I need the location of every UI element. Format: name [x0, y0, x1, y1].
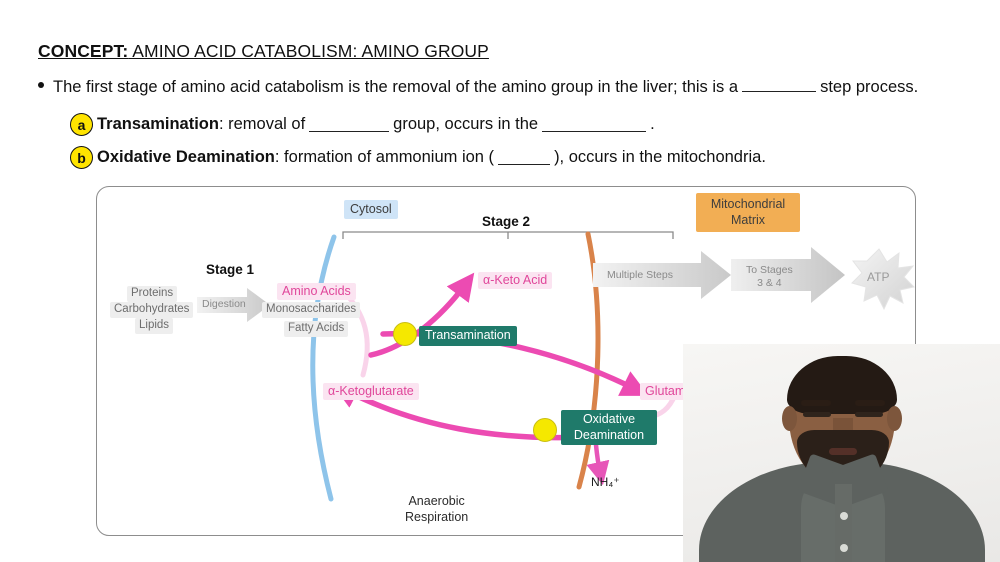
page-title: CONCEPT: AMINO ACID CATABOLISM: AMINO GR… — [38, 41, 489, 62]
presenter-eye-right — [855, 412, 883, 417]
label-cytosol: Cytosol — [344, 200, 398, 219]
stage2-bracket — [342, 231, 674, 239]
oxidative-deamination-line2: Deamination — [573, 427, 645, 442]
to-stages-line1: To Stages — [746, 264, 793, 276]
label-stage-2: Stage 2 — [482, 214, 531, 229]
fill-in-blank-ammonium — [498, 151, 551, 165]
arrow-to-ammonium — [586, 442, 610, 486]
label-keto-acid: α-Keto Acid — [478, 272, 553, 289]
multiple-steps-arrow-shape — [593, 251, 731, 299]
marker-b: b — [70, 146, 93, 169]
sub-item-a-term: Transamination — [97, 115, 219, 133]
sub-item-oxidative-deamination: b Oxidative Deamination : formation of a… — [70, 146, 766, 169]
label-proteins: Proteins — [127, 286, 178, 302]
presenter-ear-right — [887, 406, 902, 431]
fill-in-blank-location — [542, 118, 647, 132]
presenter-ear-left — [782, 406, 797, 431]
process-oxidative-deamination: Oxidative Deamination — [561, 410, 657, 446]
fill-in-blank-group — [309, 118, 390, 132]
sub-item-b-term: Oxidative Deamination — [97, 148, 275, 166]
sub-item-transamination: a Transamination : removal of group, occ… — [70, 113, 655, 136]
oxidative-deamination-marker-dot — [533, 418, 557, 442]
bullet-text-before: The first stage of amino acid catabolism… — [53, 78, 739, 96]
presenter-eyebrow-left — [801, 400, 831, 406]
digestion-arrow-shape — [197, 288, 270, 322]
label-lipids: Lipids — [135, 318, 174, 334]
concept-title: AMINO ACID CATABOLISM: AMINO GROUP — [128, 41, 489, 61]
mitochondrial-membrane-curve — [576, 231, 601, 490]
label-ammonium-ion: NH₄⁺ — [591, 475, 620, 489]
label-multiple-steps: Multiple Steps — [607, 269, 673, 281]
mito-label-line1: Mitochondrial — [710, 197, 786, 211]
label-anaerobic-respiration: Anaerobic Respiration — [405, 493, 468, 526]
sub-item-a-text-3: . — [650, 115, 655, 133]
bullet-text-after: step process. — [820, 78, 919, 96]
presenter-eye-left — [803, 412, 831, 417]
presenter-shirt-button-1 — [840, 512, 848, 520]
label-digestion: Digestion — [202, 298, 246, 310]
presenter-video-overlay[interactable] — [683, 344, 1000, 562]
anaerobic-line2: Respiration — [405, 510, 469, 525]
transamination-marker-dot — [393, 322, 417, 346]
sub-item-a-text-1: : removal of — [218, 115, 306, 133]
marker-a: a — [70, 113, 93, 136]
label-stage-1: Stage 1 — [206, 262, 255, 277]
label-ketoglutarate: α-Ketoglutarate — [323, 383, 419, 400]
presenter-shirt-button-2 — [840, 544, 848, 552]
label-monosaccharides: Monosaccharides — [262, 302, 361, 318]
label-mitochondrial-matrix: Mitochondrial Matrix — [696, 193, 800, 233]
label-amino-acids: Amino Acids — [277, 283, 356, 300]
anaerobic-line1: Anaerobic — [408, 494, 465, 508]
presenter-mouth — [829, 448, 857, 455]
label-carbohydrates: Carbohydrates — [110, 302, 194, 318]
bullet-dot-icon — [38, 82, 44, 88]
main-bullet: The first stage of amino acid catabolism… — [38, 78, 918, 97]
atp-starburst-shape — [851, 248, 915, 311]
fill-in-blank-steps — [742, 78, 817, 92]
presenter-shirt-placket — [835, 484, 852, 562]
mito-label-line2: Matrix — [730, 212, 766, 227]
sub-item-b-text-3: ), occurs in the mitochondria. — [554, 148, 766, 166]
cytosol-membrane-curve — [310, 234, 337, 502]
concept-keyword: CONCEPT: — [38, 41, 129, 61]
oxidative-deamination-line1: Oxidative — [582, 412, 636, 426]
to-stages-line2: 3 & 4 — [757, 276, 782, 289]
process-transamination: Transamination — [419, 326, 517, 346]
label-to-stages: To Stages 3 & 4 — [746, 264, 793, 289]
label-fatty-acids: Fatty Acids — [284, 321, 349, 337]
sub-item-a-text-2: group, occurs in the — [393, 115, 539, 133]
label-atp: ATP — [867, 270, 890, 284]
to-stages-arrow-shape — [731, 247, 845, 303]
sub-item-b-text-1: : formation of ammonium ion ( — [274, 148, 495, 166]
presenter-eyebrow-right — [855, 400, 885, 406]
